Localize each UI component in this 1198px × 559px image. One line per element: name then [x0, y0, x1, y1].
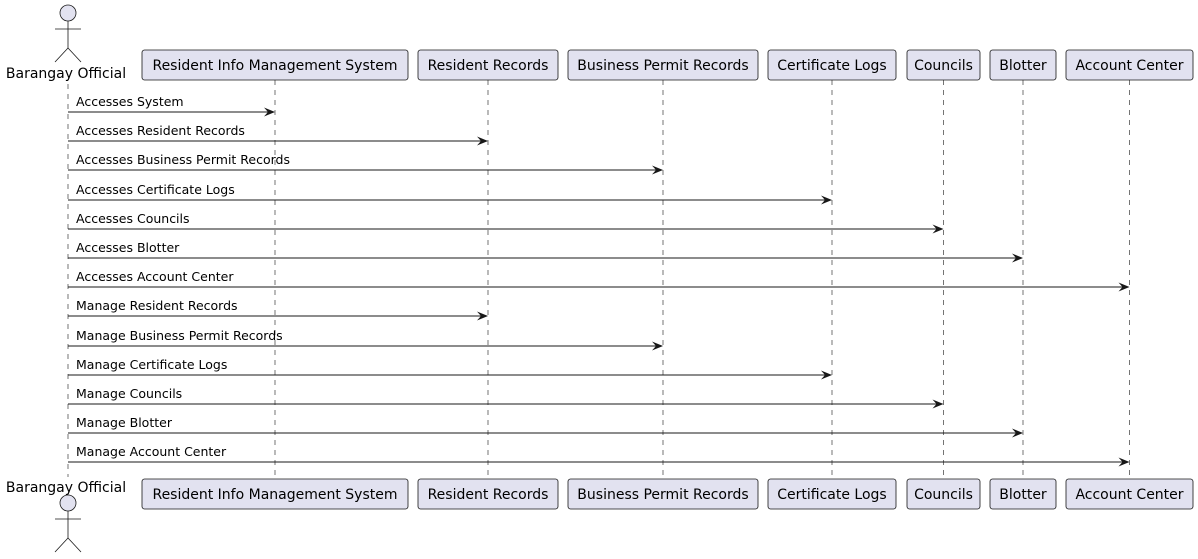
actor-figure-icon: [54, 4, 82, 63]
participant-label: Business Permit Records: [577, 58, 748, 74]
participant-label: Certificate Logs: [777, 58, 886, 74]
participant-account-bottom: Account Center: [1065, 478, 1194, 510]
message-5: Accesses Councils: [68, 211, 944, 234]
message-10: Manage Certificate Logs: [68, 357, 832, 380]
participant-boxes: Resident Info Management SystemResident …: [141, 49, 1194, 510]
arrowhead-icon: [821, 370, 832, 380]
participant-box: [567, 49, 759, 81]
participant-box: [767, 478, 897, 510]
participant-label: Blotter: [999, 58, 1047, 74]
arrowhead-icon: [821, 195, 832, 205]
actor-bottom: Barangay Official: [6, 480, 126, 553]
arrowhead-icon: [1118, 282, 1130, 292]
participant-box: [767, 49, 897, 81]
arrowhead-icon: [1118, 457, 1130, 467]
message-9: Manage Business Permit Records: [68, 328, 663, 351]
arrowhead-icon: [1012, 428, 1023, 438]
participant-blotter-top: Blotter: [989, 49, 1057, 81]
message-label: Manage Account Center: [76, 444, 227, 459]
participant-label: Councils: [914, 487, 973, 503]
message-2: Accesses Resident Records: [68, 123, 488, 146]
participant-certificate-bottom: Certificate Logs: [767, 478, 897, 510]
participant-business-bottom: Business Permit Records: [567, 478, 759, 510]
message-1: Accesses System: [68, 94, 275, 117]
participant-resident-bottom: Resident Records: [417, 478, 559, 510]
arrowhead-icon: [1012, 253, 1023, 263]
participant-account-top: Account Center: [1065, 49, 1194, 81]
participant-box: [567, 478, 759, 510]
participant-box: [141, 478, 409, 510]
actor-top: Barangay Official: [6, 4, 126, 82]
participant-label: Councils: [914, 58, 973, 74]
message-label: Accesses Business Permit Records: [76, 152, 290, 167]
participant-business-top: Business Permit Records: [567, 49, 759, 81]
arrowhead-icon: [652, 341, 663, 351]
participant-rims-bottom: Resident Info Management System: [141, 478, 409, 510]
participant-label: Resident Records: [428, 487, 549, 503]
participant-box: [1065, 478, 1194, 510]
arrowhead-icon: [932, 224, 944, 234]
actor-label-top: Barangay Official: [6, 66, 126, 82]
participant-resident-top: Resident Records: [417, 49, 559, 81]
participant-label: Resident Info Management System: [152, 58, 397, 74]
message-label: Manage Business Permit Records: [76, 328, 283, 343]
arrowhead-icon: [932, 399, 944, 409]
actor-label-bottom: Barangay Official: [6, 480, 126, 496]
message-label: Accesses System: [76, 94, 184, 109]
participant-box: [989, 49, 1057, 81]
message-label: Accesses Account Center: [76, 269, 234, 284]
participant-box: [417, 49, 559, 81]
participant-blotter-bottom: Blotter: [989, 478, 1057, 510]
participant-label: Resident Records: [428, 58, 549, 74]
message-label: Accesses Blotter: [76, 240, 180, 255]
message-3: Accesses Business Permit Records: [68, 152, 663, 175]
message-label: Accesses Councils: [76, 211, 190, 226]
message-label: Accesses Resident Records: [76, 123, 245, 138]
message-label: Manage Certificate Logs: [76, 357, 227, 372]
message-6: Accesses Blotter: [68, 240, 1023, 263]
participant-label: Account Center: [1075, 487, 1183, 503]
participant-label: Business Permit Records: [577, 487, 748, 503]
participant-label: Resident Info Management System: [152, 487, 397, 503]
message-label: Manage Councils: [76, 386, 182, 401]
message-8: Manage Resident Records: [68, 298, 488, 321]
message-label: Accesses Certificate Logs: [76, 182, 235, 197]
participant-councils-top: Councils: [906, 49, 981, 81]
participant-label: Blotter: [999, 487, 1047, 503]
message-12: Manage Blotter: [68, 415, 1023, 438]
participant-certificate-top: Certificate Logs: [767, 49, 897, 81]
arrowhead-icon: [652, 165, 663, 175]
message-label: Manage Resident Records: [76, 298, 238, 313]
participant-rims-top: Resident Info Management System: [141, 49, 409, 81]
actor-figure-icon: [54, 494, 82, 553]
participant-box: [417, 478, 559, 510]
participant-label: Certificate Logs: [777, 487, 886, 503]
message-label: Manage Blotter: [76, 415, 173, 430]
participant-box: [989, 478, 1057, 510]
message-7: Accesses Account Center: [68, 269, 1130, 292]
participant-box: [906, 49, 981, 81]
message-13: Manage Account Center: [68, 444, 1130, 467]
participant-box: [1065, 49, 1194, 81]
participant-box: [141, 49, 409, 81]
arrowhead-icon: [264, 107, 275, 117]
message-11: Manage Councils: [68, 386, 944, 409]
arrowhead-icon: [477, 311, 488, 321]
arrowhead-icon: [477, 136, 488, 146]
participant-box: [906, 478, 981, 510]
participant-councils-bottom: Councils: [906, 478, 981, 510]
participant-label: Account Center: [1075, 58, 1183, 74]
lifelines: [67, 80, 1130, 479]
message-4: Accesses Certificate Logs: [68, 182, 832, 205]
